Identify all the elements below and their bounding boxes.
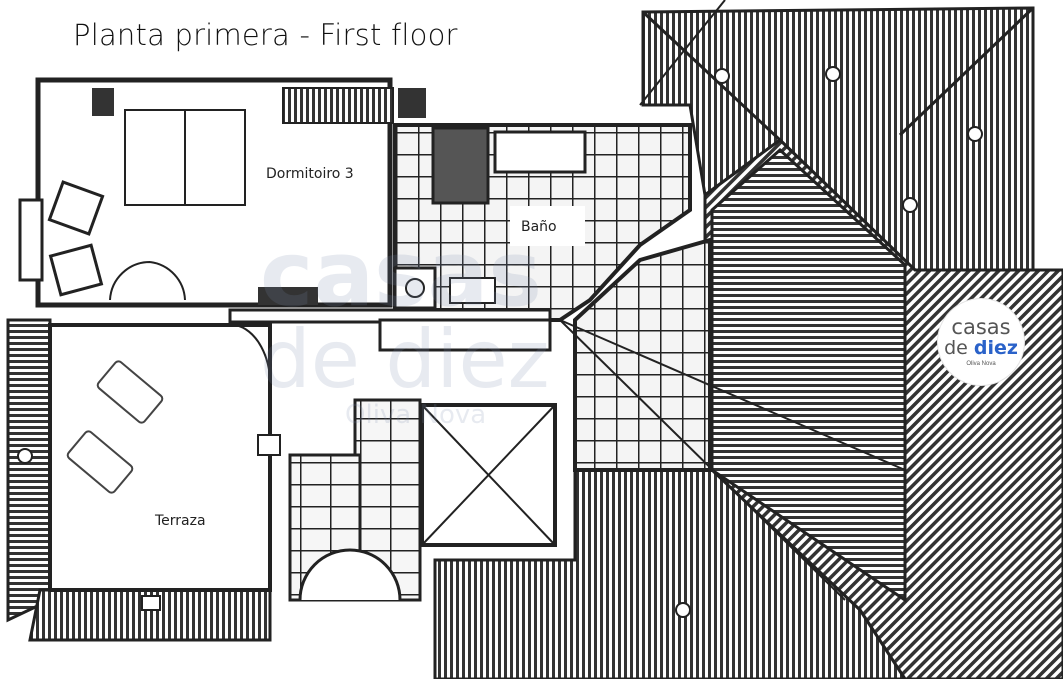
stairs [228, 308, 552, 602]
roof-top-right [641, 6, 1035, 274]
bathroom [393, 123, 692, 322]
terrace [48, 323, 272, 611]
room-label-bedroom: Dormitoiro 3 [266, 166, 354, 182]
roof-lines [559, 0, 906, 601]
sunbed-icon [66, 360, 164, 494]
wardrobe [282, 87, 394, 124]
brand-logo: casas de diez Oliva Nova [937, 298, 1025, 386]
bedroom [18, 77, 426, 308]
void-opening [420, 403, 557, 547]
bathtub [493, 130, 587, 174]
roof-right-diagonal [703, 138, 1063, 679]
room-label-bathroom: Baño [521, 219, 557, 235]
shower [431, 126, 490, 205]
roof-left [6, 318, 272, 642]
room-label-terrace: Terraza [155, 513, 206, 529]
page-title: Planta primera - First floor [73, 18, 458, 52]
